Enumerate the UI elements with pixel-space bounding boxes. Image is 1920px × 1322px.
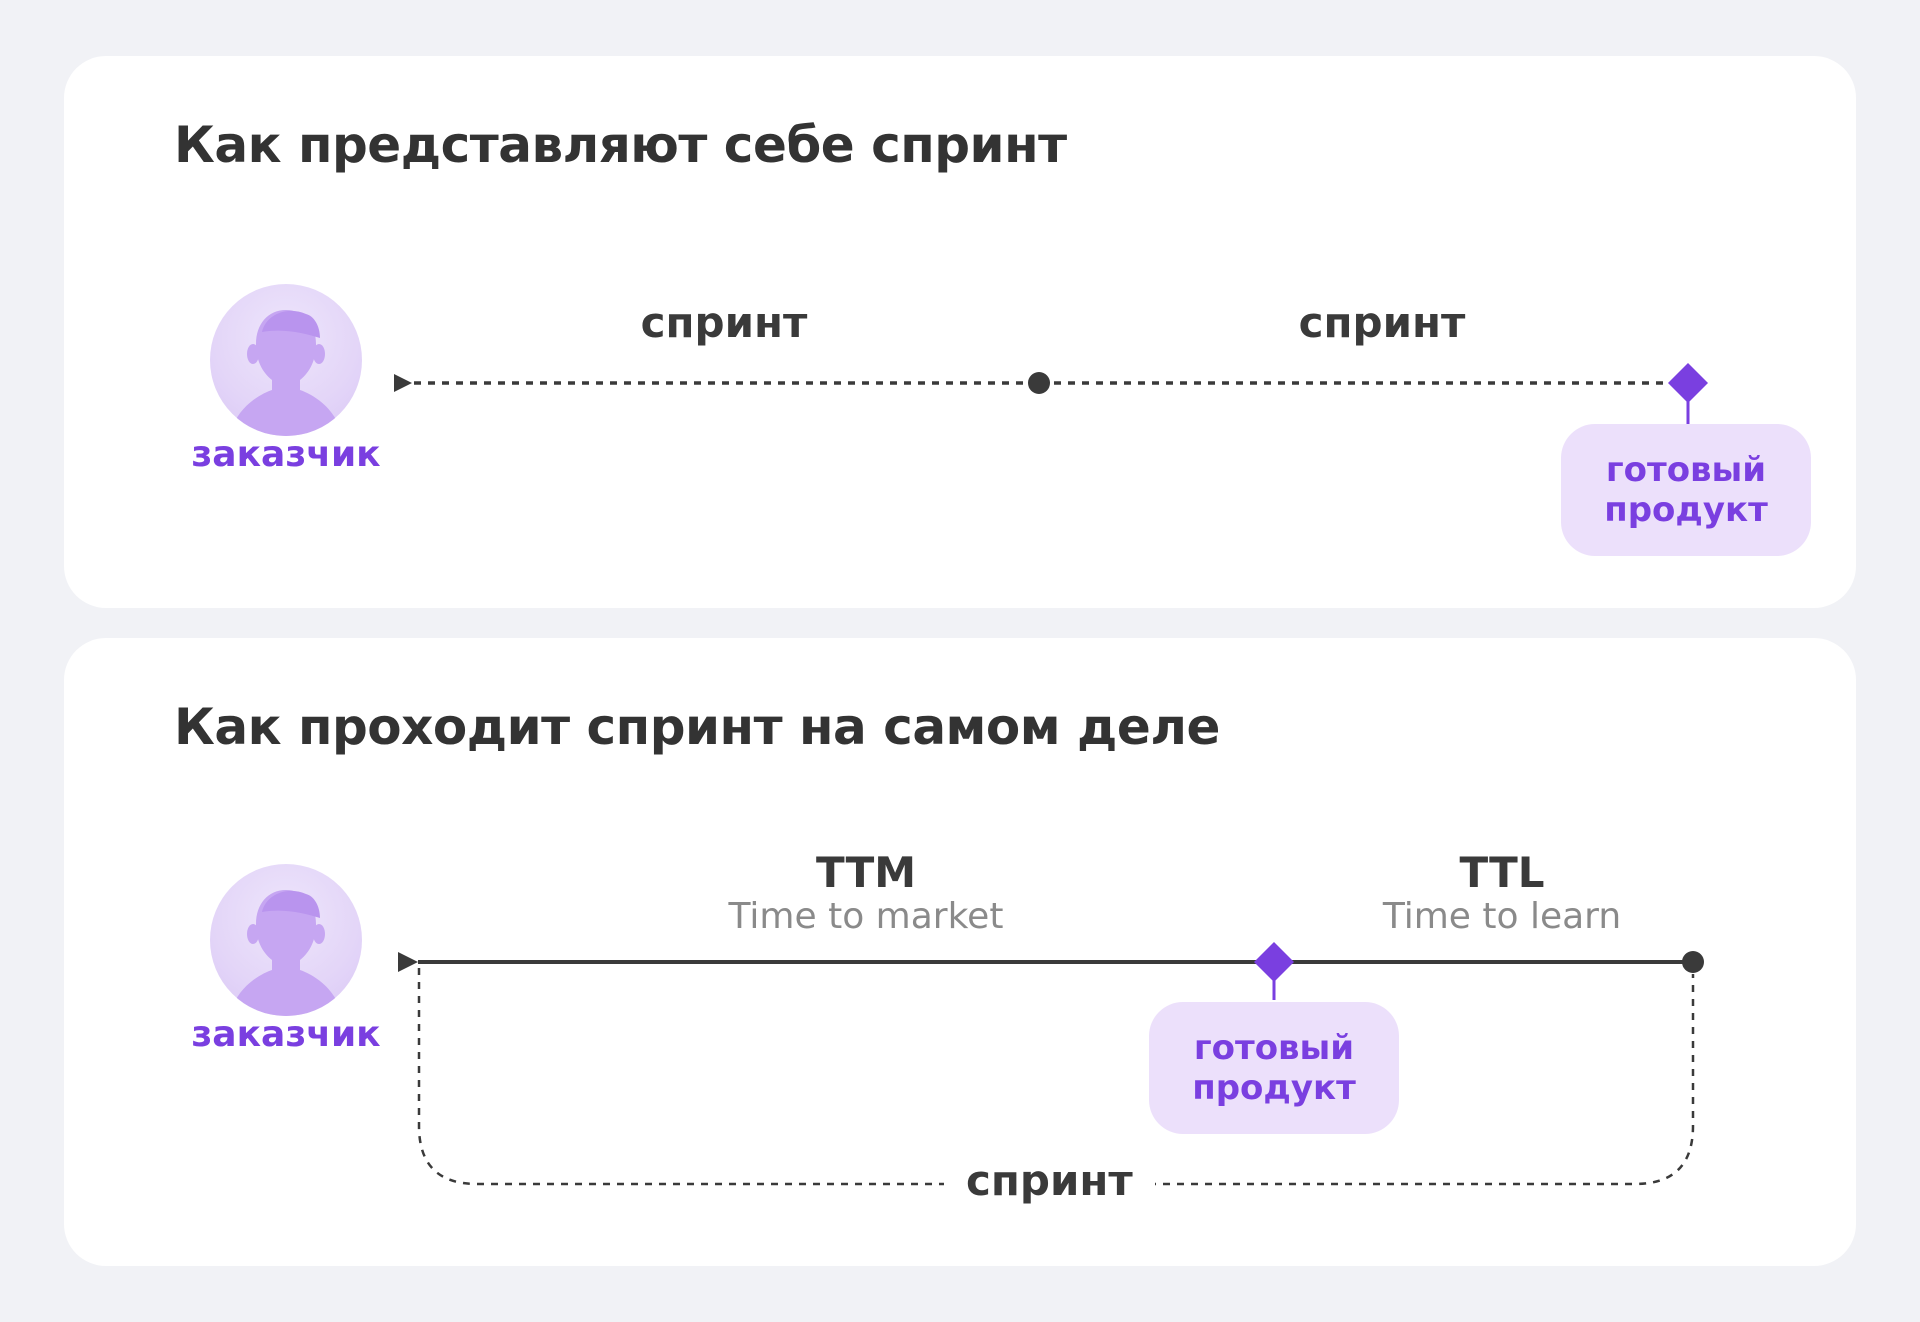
sprint-label-1: спринт — [640, 298, 808, 347]
sprint-bracket — [417, 968, 1695, 1186]
start-arrow-icon — [394, 374, 412, 392]
product-diamond-icon — [1254, 942, 1294, 982]
start-arrow-icon — [398, 952, 418, 972]
ttm-subtitle: Time to market — [728, 896, 1004, 937]
customer-label: заказчик — [191, 434, 381, 475]
ttl-label: TTL — [1459, 848, 1545, 897]
product-label-line-2: продукт — [1604, 490, 1768, 530]
expectation-timeline — [394, 363, 1708, 426]
product-label-line-1: готовый — [1193, 1028, 1355, 1068]
expectation-card: Как представляют себе спринт заказчик сп… — [64, 56, 1856, 608]
reality-card: Как проходит спринт на самом деле заказч… — [64, 638, 1856, 1266]
product-box: готовый продукт — [1149, 1002, 1399, 1134]
customer-label: заказчик — [191, 1014, 381, 1055]
sprint-label-2: спринт — [1298, 298, 1466, 347]
product-label-line-1: готовый — [1605, 450, 1767, 490]
expectation-title: Как представляют себе спринт — [174, 116, 1067, 174]
reality-title: Как проходит спринт на самом деле — [174, 698, 1220, 756]
end-dot-icon — [1682, 951, 1704, 973]
customer-avatar-icon — [210, 864, 362, 1016]
ttl-subtitle: Time to learn — [1382, 896, 1622, 937]
product-box: готовый продукт — [1561, 424, 1811, 556]
ttm-label: TTM — [815, 848, 917, 897]
sprint-label: спринт — [944, 1156, 1155, 1205]
customer-avatar-icon — [210, 284, 362, 436]
product-diamond-icon — [1668, 363, 1708, 403]
milestone-dot-icon — [1028, 372, 1050, 394]
product-label-line-2: продукт — [1192, 1068, 1356, 1108]
